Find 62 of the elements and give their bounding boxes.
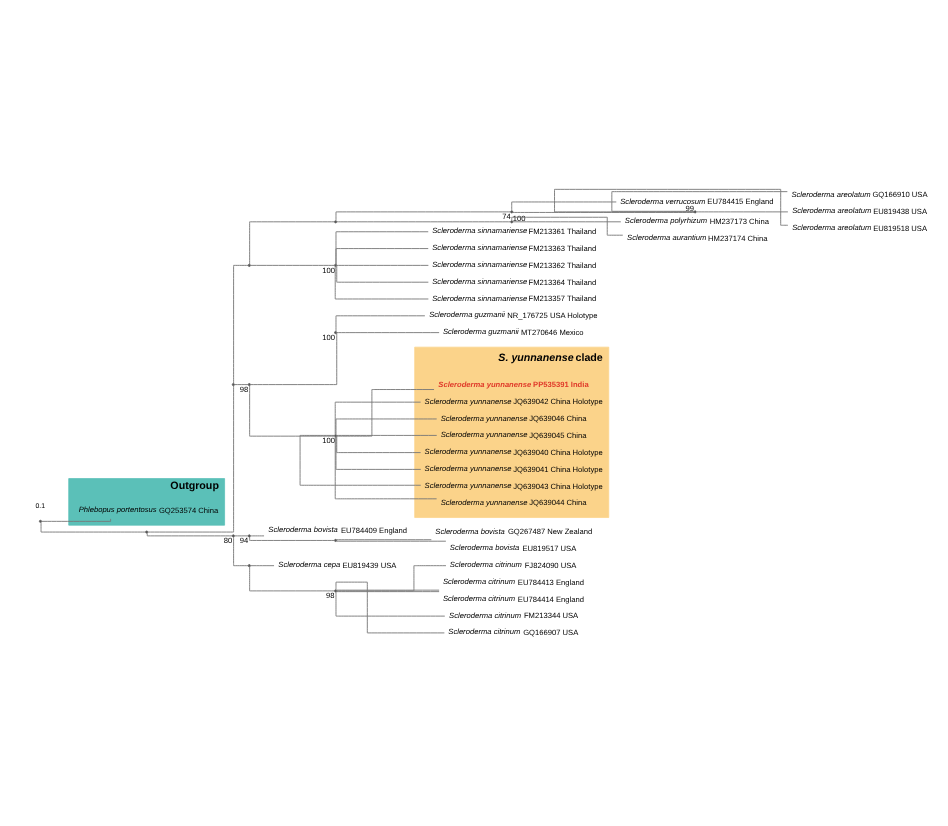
connector <box>696 210 789 212</box>
connector <box>611 190 788 211</box>
connector <box>336 388 435 436</box>
connector <box>335 210 512 221</box>
connector <box>41 517 112 521</box>
connector <box>554 187 789 225</box>
node-point <box>247 533 251 537</box>
connector <box>336 538 432 540</box>
node-point <box>510 219 514 223</box>
node-point <box>510 209 514 213</box>
connector <box>512 220 622 222</box>
connector <box>146 531 233 536</box>
connector <box>250 564 275 566</box>
connector <box>335 590 446 616</box>
connector <box>250 534 265 536</box>
node-point <box>231 382 235 386</box>
connector <box>249 220 335 264</box>
connector <box>234 534 249 536</box>
node-point <box>231 533 235 537</box>
connector <box>335 230 429 264</box>
node-point <box>247 262 251 266</box>
connector <box>147 384 235 532</box>
connector <box>336 434 422 453</box>
connector <box>336 331 440 333</box>
node-point <box>334 262 338 266</box>
connector <box>336 220 511 222</box>
connector <box>299 433 422 485</box>
node-point <box>334 219 338 223</box>
connector <box>511 200 617 211</box>
connector <box>249 535 335 540</box>
connector <box>249 384 335 436</box>
connector <box>336 263 429 265</box>
connector <box>336 539 447 541</box>
node-point <box>247 382 251 386</box>
connector <box>511 215 624 235</box>
node-point <box>693 209 697 213</box>
node-point <box>334 588 338 592</box>
connector <box>336 564 447 591</box>
connector <box>336 433 438 435</box>
node-point <box>145 529 149 533</box>
connector <box>233 263 249 383</box>
connector <box>335 247 429 264</box>
connector <box>249 565 335 591</box>
connector <box>233 535 249 566</box>
connector <box>334 400 422 435</box>
connector <box>234 383 249 385</box>
connector <box>334 435 438 499</box>
connector <box>40 520 146 532</box>
node-point <box>334 433 338 437</box>
node-point <box>334 330 338 334</box>
connector <box>336 263 429 282</box>
connector <box>335 314 426 331</box>
connector <box>335 435 422 469</box>
connector <box>512 211 695 212</box>
node-point <box>38 518 42 522</box>
node-point <box>334 538 338 541</box>
connector <box>334 265 429 299</box>
connector <box>250 331 338 385</box>
node-point <box>247 563 251 567</box>
connector <box>335 417 438 435</box>
connector <box>335 580 445 633</box>
connector <box>250 263 335 265</box>
